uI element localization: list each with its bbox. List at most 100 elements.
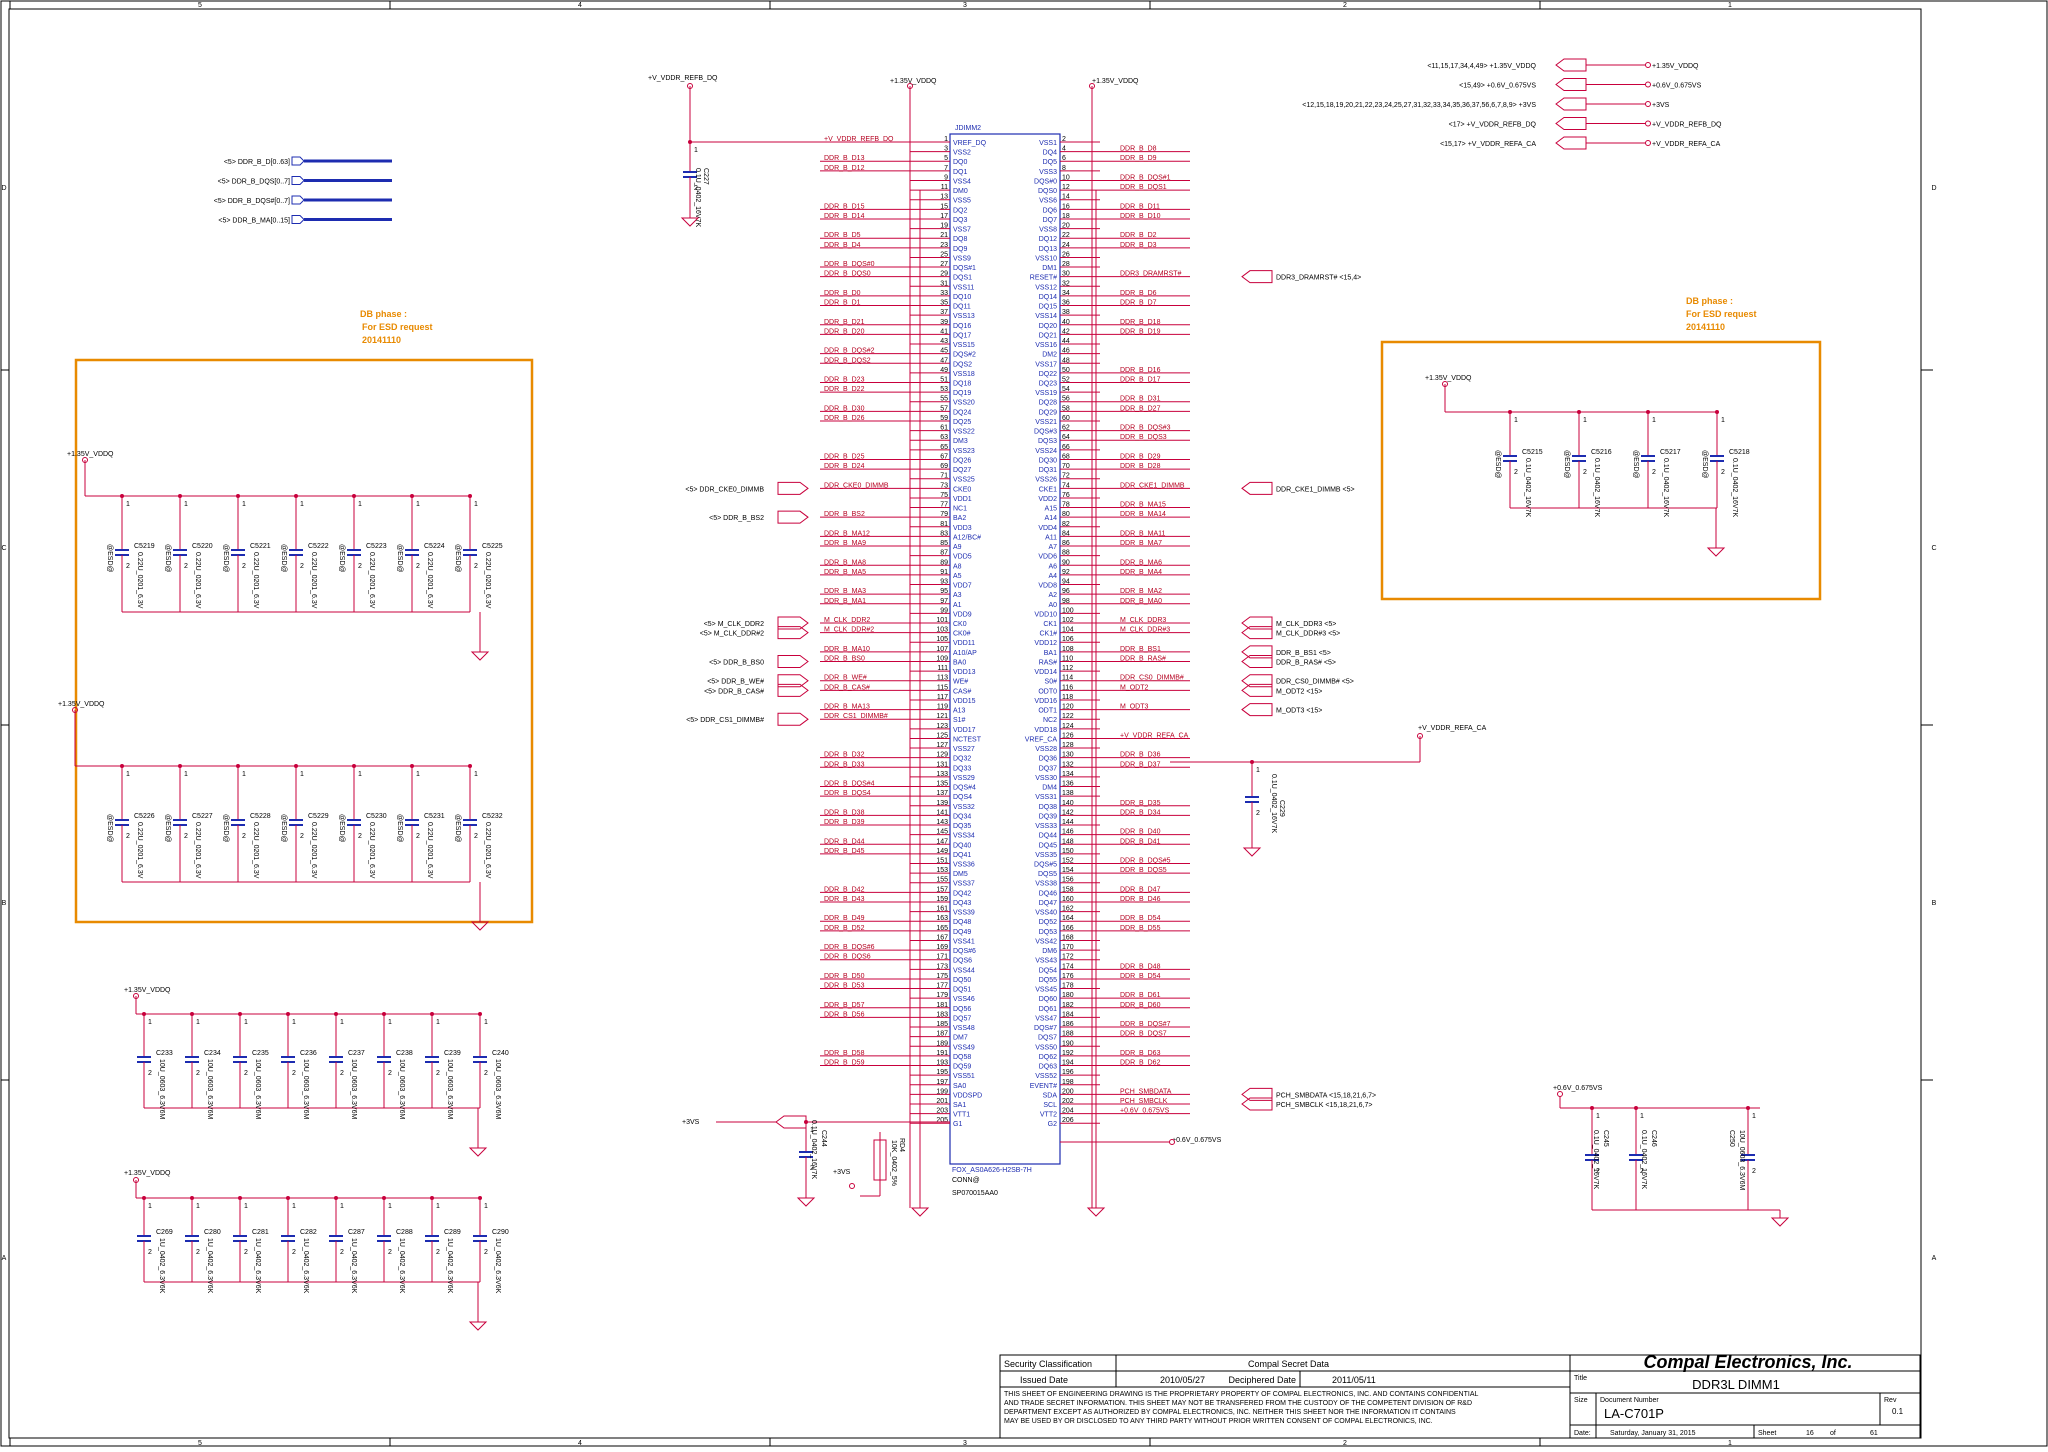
pin-name-right: VSS43 bbox=[1035, 958, 1057, 965]
pin-2-label: 2 bbox=[436, 1070, 440, 1077]
pin-number-left: 49 bbox=[940, 367, 948, 374]
pin-1-label: 1 bbox=[1514, 417, 1518, 424]
cap-value: 0.1U_0402_16V7K bbox=[1524, 458, 1531, 517]
port-shape bbox=[1241, 654, 1273, 668]
cap-ref: C289 bbox=[444, 1229, 461, 1236]
rail-vtt-pin: +0.6V_0.675VS bbox=[1172, 1137, 1222, 1144]
c250-ref: C250 bbox=[1728, 1130, 1735, 1147]
rd4-ref: RD4 bbox=[898, 1138, 905, 1152]
zone-col-bottom: 1 bbox=[1728, 1440, 1732, 1447]
pin-name-left: VDD17 bbox=[953, 727, 976, 734]
esd-note-left-line3: 20141110 bbox=[362, 335, 401, 345]
pin-1-label: 1 bbox=[436, 1019, 440, 1026]
pin-1-label: 1 bbox=[148, 1019, 152, 1026]
pin-number-left: 47 bbox=[940, 357, 948, 364]
pin-number-right: 192 bbox=[1062, 1050, 1074, 1057]
pin-name-left: WE# bbox=[953, 679, 968, 686]
pin-name-left: DQS#2 bbox=[953, 352, 976, 359]
pin-2-label: 2 bbox=[242, 833, 246, 840]
pin-number-left: 57 bbox=[940, 405, 948, 412]
pin-1-label: 1 bbox=[1652, 417, 1656, 424]
power-port-dot bbox=[1645, 120, 1651, 127]
pin-number-left: 33 bbox=[940, 290, 948, 297]
pin-number-right: 194 bbox=[1062, 1060, 1074, 1067]
pin-number-left: 79 bbox=[940, 511, 948, 518]
power-port-refs: <12,15,18,19,20,21,22,23,24,25,27,31,32,… bbox=[1302, 102, 1536, 109]
net-label-left: DDR_B_D23 bbox=[824, 377, 865, 384]
net-label-right: DDR_B_D8 bbox=[1120, 146, 1157, 153]
cap-ref: C238 bbox=[396, 1050, 413, 1057]
issued-value: 2010/05/27 bbox=[1160, 1375, 1205, 1385]
pin-name-left: VSS36 bbox=[953, 862, 975, 869]
pin-name-right: DQ38 bbox=[1039, 804, 1057, 811]
pin-1-label: 1 bbox=[474, 501, 478, 508]
pin-name-right: DQS0 bbox=[1038, 188, 1057, 195]
pin-name-right: VDD18 bbox=[1034, 727, 1057, 734]
net-label-left: DDR_B_MA10 bbox=[824, 646, 870, 653]
zone-row-right: D bbox=[1931, 185, 1936, 192]
pin-number-left: 127 bbox=[936, 742, 948, 749]
net-label-right: DDR_B_D62 bbox=[1120, 1060, 1161, 1067]
ground-symbol bbox=[1242, 847, 1262, 857]
pin-name-left: VSS34 bbox=[953, 833, 975, 840]
cap-ref: C5217 bbox=[1660, 449, 1681, 456]
port-shape bbox=[1241, 626, 1273, 640]
port-shape bbox=[777, 481, 809, 495]
pin-name-left: VSS29 bbox=[953, 775, 975, 782]
pin-number-left: 201 bbox=[936, 1098, 948, 1105]
net-label-left: DDR_B_MA13 bbox=[824, 704, 870, 711]
pin-number-left: 175 bbox=[936, 973, 948, 980]
issued-label: Issued Date bbox=[1020, 1375, 1068, 1385]
pin-number-right: 56 bbox=[1062, 396, 1070, 403]
pin-name-left: VSS48 bbox=[953, 1025, 975, 1032]
pin-number-right: 88 bbox=[1062, 550, 1070, 557]
pin-name-left: DM3 bbox=[953, 438, 968, 445]
pin-number-right: 188 bbox=[1062, 1031, 1074, 1038]
net-label-left: DDR_B_D57 bbox=[824, 1002, 865, 1009]
cap-value: 0.22U_0201_6.3V bbox=[368, 822, 375, 879]
pin-number-right: 66 bbox=[1062, 444, 1070, 451]
pin-1-label: 1 bbox=[484, 1203, 488, 1210]
pin-name-left: VSS5 bbox=[953, 198, 971, 205]
bus-port-shape bbox=[291, 215, 305, 224]
pin-number-left: 19 bbox=[940, 223, 948, 230]
pin-number-right: 130 bbox=[1062, 752, 1074, 759]
pin-2-label: 2 bbox=[388, 1249, 392, 1256]
net-label-right: DDR_CS0_DIMMB# bbox=[1120, 675, 1184, 682]
pin-2-label: 2 bbox=[474, 833, 478, 840]
pin-number-right: 138 bbox=[1062, 790, 1074, 797]
net-label-right: DDR_B_D34 bbox=[1120, 809, 1161, 816]
right-port-label: DDR_B_RAS# <5> bbox=[1276, 659, 1336, 666]
port-shape bbox=[775, 1115, 807, 1129]
cap-ref: C236 bbox=[300, 1050, 317, 1057]
pin-name-left: DQ58 bbox=[953, 1054, 971, 1061]
power-port-dot bbox=[1645, 140, 1651, 146]
cap-value: 1U_0402_6.3V6K bbox=[206, 1238, 213, 1294]
net-label-left: DDR_B_D33 bbox=[824, 761, 865, 768]
pin-number-right: 22 bbox=[1062, 232, 1070, 239]
pin-name-left: VDD3 bbox=[953, 525, 972, 532]
pin-number-right: 38 bbox=[1062, 309, 1070, 316]
rev-label: Rev bbox=[1884, 1397, 1897, 1404]
pin-name-left: DQ49 bbox=[953, 929, 971, 936]
pin-number-left: 137 bbox=[936, 790, 948, 797]
pin-number-left: 107 bbox=[936, 646, 948, 653]
esd-note-right: DB phase : For ESD request 20141110 bbox=[1380, 296, 1822, 601]
net-label-left: DDR_B_DQS2 bbox=[824, 357, 871, 364]
pin-number-left: 153 bbox=[936, 867, 948, 874]
security-value: Compal Secret Data bbox=[1248, 1359, 1329, 1369]
net-label-left: DDR_B_D50 bbox=[824, 973, 865, 980]
pin-number-left: 43 bbox=[940, 338, 948, 345]
pin-number-left: 87 bbox=[940, 550, 948, 557]
junction-dot bbox=[1590, 1106, 1594, 1110]
net-label-right: DDR_B_D18 bbox=[1120, 319, 1161, 326]
esd-note-right-line1: DB phase : bbox=[1686, 296, 1733, 306]
pin-name-left: DQ32 bbox=[953, 756, 971, 763]
net-label-left: DDR_B_D32 bbox=[824, 752, 865, 759]
pin-number-left: 169 bbox=[936, 944, 948, 951]
right-port-label: M_CLK_DDR3 <5> bbox=[1276, 621, 1336, 628]
pin-name-left: VDD13 bbox=[953, 669, 976, 676]
left-port-label: <5> DDR_B_BS2 bbox=[709, 515, 764, 522]
pin-2-label: 2 bbox=[694, 185, 698, 192]
pin-name-right: VSS26 bbox=[1035, 477, 1057, 484]
